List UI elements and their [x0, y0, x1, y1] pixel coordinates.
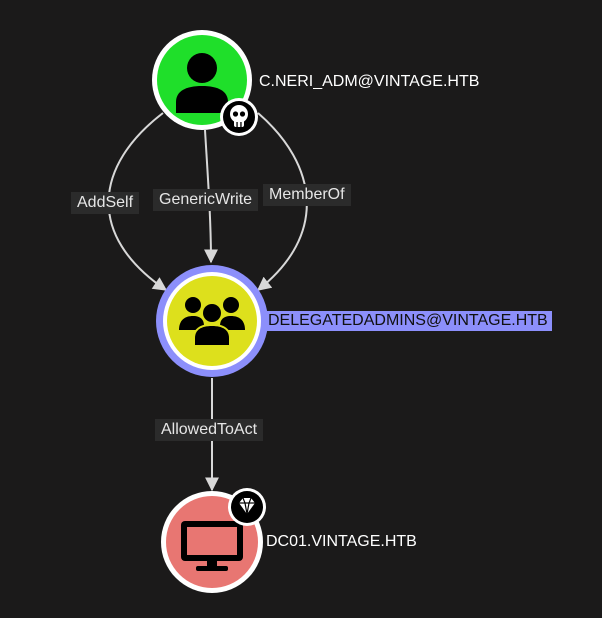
node-label-user[interactable]: C.NERI_ADM@VINTAGE.HTB	[259, 73, 480, 90]
node-computer[interactable]	[161, 488, 266, 593]
computer-icon	[181, 521, 243, 571]
edge-label-allowedtoact[interactable]: AllowedToAct	[155, 419, 264, 441]
edge-label-genericwrite[interactable]: GenericWrite	[153, 189, 259, 211]
group-icon	[179, 297, 245, 345]
node-label-group[interactable]: DELEGATEDADMINS@VINTAGE.HTB	[264, 311, 552, 331]
edge-label-addself[interactable]: AddSelf	[71, 192, 140, 214]
edge-label-memberof[interactable]: MemberOf	[263, 184, 351, 206]
node-group[interactable]	[156, 265, 268, 377]
user-icon	[176, 53, 228, 113]
node-label-computer[interactable]: DC01.VINTAGE.HTB	[266, 533, 417, 550]
gem-icon	[228, 488, 266, 526]
skull-icon	[220, 98, 258, 136]
node-user[interactable]	[152, 30, 258, 136]
